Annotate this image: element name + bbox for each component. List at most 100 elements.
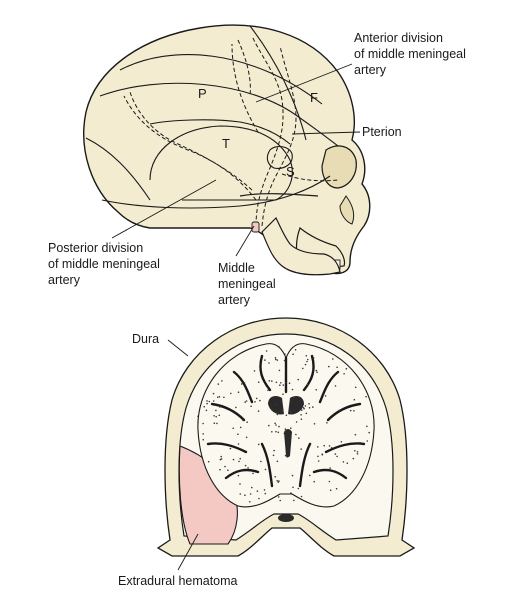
texture-dot <box>308 403 310 405</box>
texture-dot <box>352 457 355 460</box>
texture-dot <box>298 437 300 439</box>
texture-dot <box>241 419 244 421</box>
texture-dot <box>290 492 292 494</box>
texture-dot <box>213 415 215 417</box>
texture-dot <box>284 454 287 457</box>
texture-dot <box>328 365 330 368</box>
texture-dot <box>256 490 259 492</box>
texture-dot <box>257 443 260 446</box>
texture-dot <box>213 422 216 425</box>
texture-dot <box>297 487 300 490</box>
section-leader-lines <box>167 339 199 571</box>
texture-dot <box>336 455 338 458</box>
texture-dot <box>264 492 267 495</box>
texture-dot <box>326 422 328 424</box>
texture-dot <box>273 449 275 452</box>
texture-dot <box>243 382 246 384</box>
texture-dot <box>292 353 294 356</box>
texture-dot <box>334 453 337 455</box>
coronal-section: Dura Extradural hematoma <box>118 317 416 588</box>
texture-dot <box>290 411 292 413</box>
texture-dot <box>277 496 280 498</box>
texture-dot <box>232 458 235 461</box>
texture-dot <box>239 457 241 460</box>
texture-dot <box>359 441 361 444</box>
texture-dot <box>203 405 205 408</box>
texture-dot <box>293 396 296 399</box>
texture-dot <box>219 406 221 408</box>
texture-dot <box>220 458 223 460</box>
texture-dot <box>197 421 199 423</box>
texture-dot <box>263 489 266 491</box>
texture-dot <box>295 433 297 436</box>
texture-dot <box>365 395 367 398</box>
texture-dot <box>206 400 208 402</box>
texture-dot <box>253 370 256 372</box>
third-ventricle <box>284 429 292 458</box>
texture-dot <box>290 427 292 430</box>
texture-dot <box>238 460 240 463</box>
texture-dot <box>276 359 279 361</box>
texture-dot <box>366 425 368 428</box>
texture-dot <box>278 425 280 428</box>
brain-texture-dots <box>197 345 371 503</box>
texture-dot <box>229 447 232 450</box>
texture-dot <box>217 383 220 385</box>
texture-dot <box>239 426 242 429</box>
texture-dot <box>328 445 331 447</box>
texture-dot <box>239 483 241 485</box>
texture-dot <box>317 446 319 448</box>
texture-dot <box>309 474 311 477</box>
middle-meningeal-artery-stub <box>251 221 260 233</box>
texture-dot <box>206 402 208 405</box>
texture-dot <box>202 433 204 435</box>
texture-dot <box>283 432 286 435</box>
texture-dot <box>338 409 341 412</box>
texture-dot <box>279 499 282 502</box>
texture-dot <box>274 476 277 478</box>
skull-lateral-view: P F T S Anterior division of middle meni… <box>48 24 466 307</box>
texture-dot <box>332 358 334 360</box>
texture-dot <box>317 455 319 458</box>
texture-dot <box>274 422 276 425</box>
skull-leader-lines <box>111 63 361 257</box>
texture-dot <box>275 424 277 426</box>
texture-dot <box>249 493 252 495</box>
texture-dot <box>315 389 318 391</box>
region-label-parietal: P <box>198 86 207 101</box>
texture-dot <box>244 494 246 497</box>
zygomatic-arch <box>239 193 319 197</box>
texture-dot <box>268 424 270 427</box>
texture-dot <box>207 460 210 463</box>
texture-dot <box>224 465 226 468</box>
orbit <box>321 145 357 189</box>
texture-dot <box>312 406 314 408</box>
texture-dot <box>343 373 345 375</box>
texture-dot <box>284 381 287 384</box>
texture-dot <box>346 462 349 465</box>
texture-dot <box>215 415 217 418</box>
texture-dot <box>366 440 369 442</box>
texture-dot <box>282 393 284 396</box>
texture-dot <box>245 400 248 402</box>
texture-dot <box>219 468 221 471</box>
texture-dot <box>202 438 204 441</box>
texture-dot <box>349 409 352 412</box>
texture-dot <box>313 480 316 483</box>
texture-dot <box>221 380 223 382</box>
label-extradural-hematoma: Extradural hematoma <box>118 574 238 588</box>
texture-dot <box>239 493 242 495</box>
texture-dot <box>244 401 246 403</box>
texture-dot <box>302 406 305 409</box>
texture-dot <box>354 433 357 436</box>
texture-dot <box>237 391 240 394</box>
texture-dot <box>264 468 267 471</box>
texture-dot <box>324 395 327 397</box>
texture-dot <box>313 423 316 425</box>
texture-dot <box>312 357 315 359</box>
texture-dot <box>275 381 278 384</box>
texture-dot <box>300 414 302 416</box>
texture-dot <box>212 392 215 395</box>
texture-dot <box>268 362 270 364</box>
texture-dot <box>259 399 261 402</box>
